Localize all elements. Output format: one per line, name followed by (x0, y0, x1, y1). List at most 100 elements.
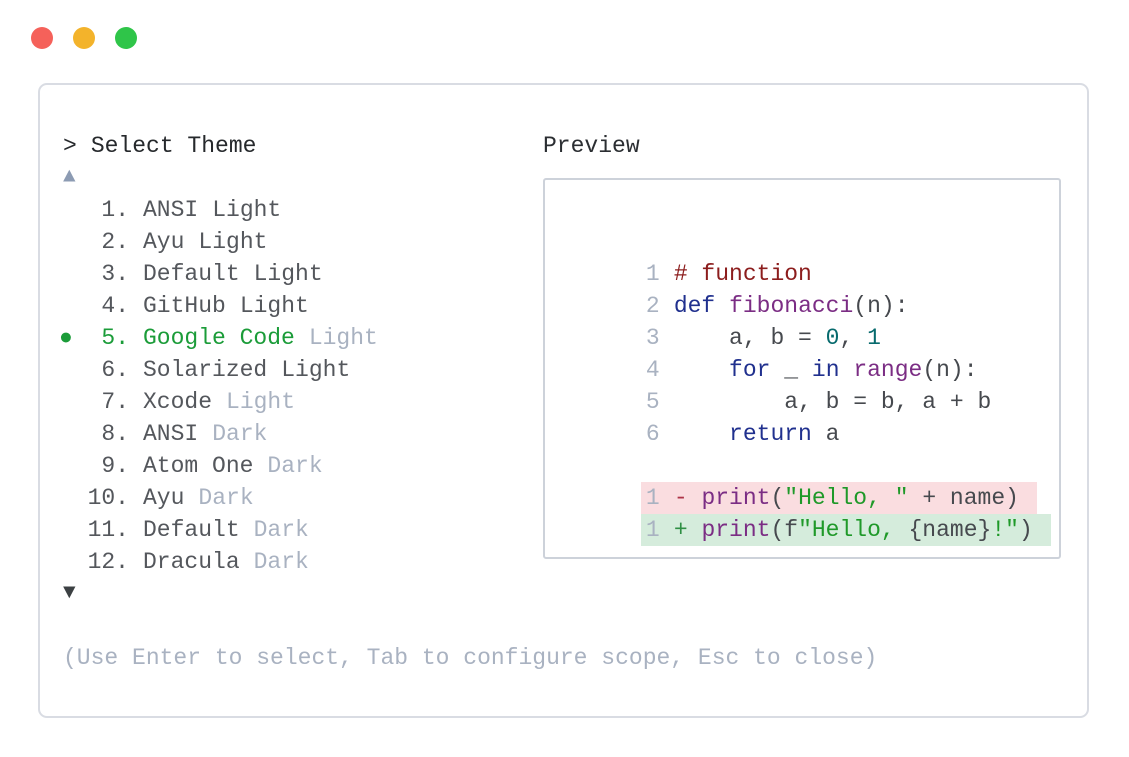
token: "Hello, (798, 517, 909, 543)
theme-item-default-dark[interactable]: 11. Default Dark (63, 514, 378, 546)
item-number: 1. (101, 197, 129, 223)
theme-item-default-light[interactable]: 3. Default Light (63, 258, 378, 290)
diff-added-highlight: 1+ print(f"Hello, {name}!") (640, 514, 1051, 546)
token: !" (991, 517, 1019, 543)
item-variant: Light (226, 389, 296, 415)
code-line: 5 a, b = b, a + b (563, 354, 1059, 415)
token: "Hello, " (784, 485, 909, 511)
item-variant: Dark (253, 549, 309, 575)
prompt-caret-icon: > (63, 133, 77, 159)
code-preview: 1 # function 2 def fibonacci (n): 3 a, b = … (543, 178, 1061, 559)
token: a, b = b, a + b (673, 389, 992, 415)
token (715, 293, 729, 319)
token: (n): (922, 357, 978, 383)
code-line: 6 return a (563, 386, 1059, 447)
line-number: 5 (645, 389, 660, 415)
line-number: 3 (645, 325, 660, 351)
theme-item-ayu-dark[interactable]: 10. Ayu Dark (63, 482, 378, 514)
token: for (729, 357, 771, 383)
diff-plus-sign: + (673, 517, 688, 543)
item-name: Solarized (143, 357, 268, 383)
token: print (701, 485, 771, 511)
code-line: 4 for _ in range(n): (563, 322, 1059, 383)
item-number: 4. (101, 293, 129, 319)
line-number: 2 (645, 293, 660, 319)
item-number: 9. (101, 453, 129, 479)
item-name: Default (143, 517, 240, 543)
token: _ (770, 357, 812, 383)
close-button[interactable] (31, 27, 53, 49)
item-number: 5. (101, 325, 129, 351)
item-variant: Dark (212, 421, 268, 447)
item-name: ANSI (143, 197, 199, 223)
selection-marker (59, 194, 77, 226)
diff-minus-sign: - (673, 485, 688, 511)
item-variant: Dark (198, 485, 254, 511)
diff-removed-highlight: 1- print("Hello, " + name) (640, 482, 1037, 514)
item-number: 2. (101, 229, 129, 255)
item-name: Xcode (143, 389, 213, 415)
selection-marker (59, 450, 77, 482)
token: range (853, 357, 923, 383)
item-number: 10. (87, 485, 129, 511)
maximize-button[interactable] (115, 27, 137, 49)
selection-marker (59, 514, 77, 546)
minimize-button[interactable] (73, 27, 95, 49)
selection-marker (59, 482, 77, 514)
theme-item-ansi-dark[interactable]: 8. ANSI Dark (63, 418, 378, 450)
token: fibonacci (729, 293, 854, 319)
scroll-down-icon[interactable]: ▼ (63, 582, 76, 605)
selected-indicator-icon: ● (59, 325, 73, 351)
item-variant: Light (239, 293, 309, 319)
selection-marker (59, 290, 77, 322)
token: def (673, 293, 716, 319)
picker-title: Select Theme (90, 133, 257, 159)
theme-item-ansi-light[interactable]: 1. ANSI Light (63, 194, 378, 226)
token: # function (673, 261, 812, 287)
item-name: Ayu (143, 485, 185, 511)
item-name: Default (143, 261, 240, 287)
theme-item-google-code-light[interactable]: ● 5. Google Code Light (59, 322, 378, 354)
item-number: 12. (87, 549, 129, 575)
theme-item-xcode-light[interactable]: 7. Xcode Light (63, 386, 378, 418)
selection-marker (59, 258, 77, 290)
theme-item-dracula-dark[interactable]: 12. Dracula Dark (63, 546, 378, 578)
token: print (701, 517, 771, 543)
selection-marker (59, 354, 77, 386)
item-variant: Light (198, 229, 268, 255)
theme-item-atom-one-dark[interactable]: 9. Atom One Dark (63, 450, 378, 482)
token: a, b = (673, 325, 826, 351)
item-name: ANSI (143, 421, 199, 447)
item-number: 3. (101, 261, 129, 287)
item-number: 7. (101, 389, 129, 415)
token: , (839, 325, 868, 351)
diff-added-line: 1+ print(f"Hello, {name}!") (563, 482, 1059, 546)
token: 0 (825, 325, 840, 351)
token: + name) (908, 485, 1019, 511)
selection-marker (59, 546, 77, 578)
theme-item-ayu-light[interactable]: 2. Ayu Light (63, 226, 378, 258)
token: (f (770, 517, 799, 543)
token: a (811, 421, 840, 447)
line-number: 1 (645, 261, 660, 287)
code-line: 1 # function (563, 226, 1059, 287)
selection-marker (59, 386, 77, 418)
picker-header: > Select Theme (63, 130, 378, 162)
token (840, 357, 854, 383)
token: {name} (908, 517, 992, 543)
token: in (811, 357, 840, 383)
scroll-up-icon[interactable]: ▲ (63, 166, 76, 189)
diff-removed-line: 1- print("Hello, " + name) (563, 450, 1059, 514)
theme-picker-panel: > Select Theme ▲ 1. ANSI Light 2. Ayu Li… (38, 83, 1089, 718)
selection-marker (59, 418, 77, 450)
token (688, 485, 702, 511)
token: ) (1018, 517, 1033, 543)
token: 1 (867, 325, 881, 351)
theme-item-solarized-light[interactable]: 6. Solarized Light (63, 354, 378, 386)
item-number: 11. (87, 517, 129, 543)
token (674, 421, 729, 447)
theme-item-github-light[interactable]: 4. GitHub Light (63, 290, 378, 322)
item-number: 6. (101, 357, 129, 383)
item-name: Google Code (143, 325, 295, 351)
line-number: 1 (645, 485, 660, 511)
